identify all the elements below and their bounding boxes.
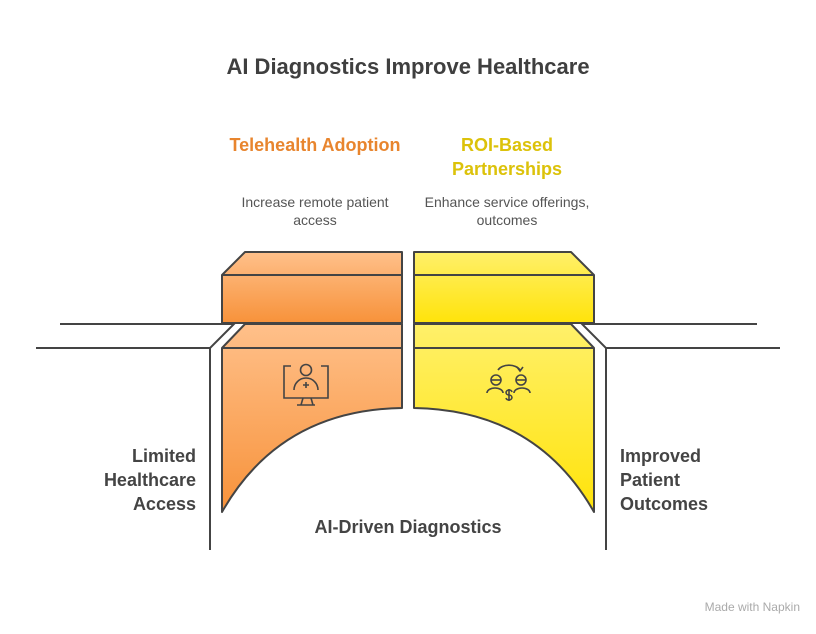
right-upper-block xyxy=(413,251,595,324)
left-upper-block xyxy=(221,251,403,324)
left-pillar-heading: Telehealth Adoption xyxy=(229,135,401,155)
right-lower-block xyxy=(413,323,595,513)
right-pillar-description: Enhance service offerings, outcomes xyxy=(424,194,590,228)
exchange-money-icon xyxy=(486,364,531,401)
page-title: AI Diagnostics Improve Healthcare xyxy=(226,54,590,79)
right-pillar-heading: ROI-Based Partnerships xyxy=(451,135,563,179)
telehealth-monitor-icon xyxy=(283,363,329,406)
left-label: Limited Healthcare Access xyxy=(103,446,196,514)
footer-credit: Made with Napkin xyxy=(704,600,800,614)
left-pillar-description: Increase remote patient access xyxy=(241,194,389,228)
right-label: Improved Patient Outcomes xyxy=(620,446,709,514)
bridge-label: AI-Driven Diagnostics xyxy=(314,517,502,537)
left-lower-block xyxy=(221,323,403,513)
right-cliff-line xyxy=(579,323,757,550)
left-cliff-line xyxy=(60,323,237,550)
